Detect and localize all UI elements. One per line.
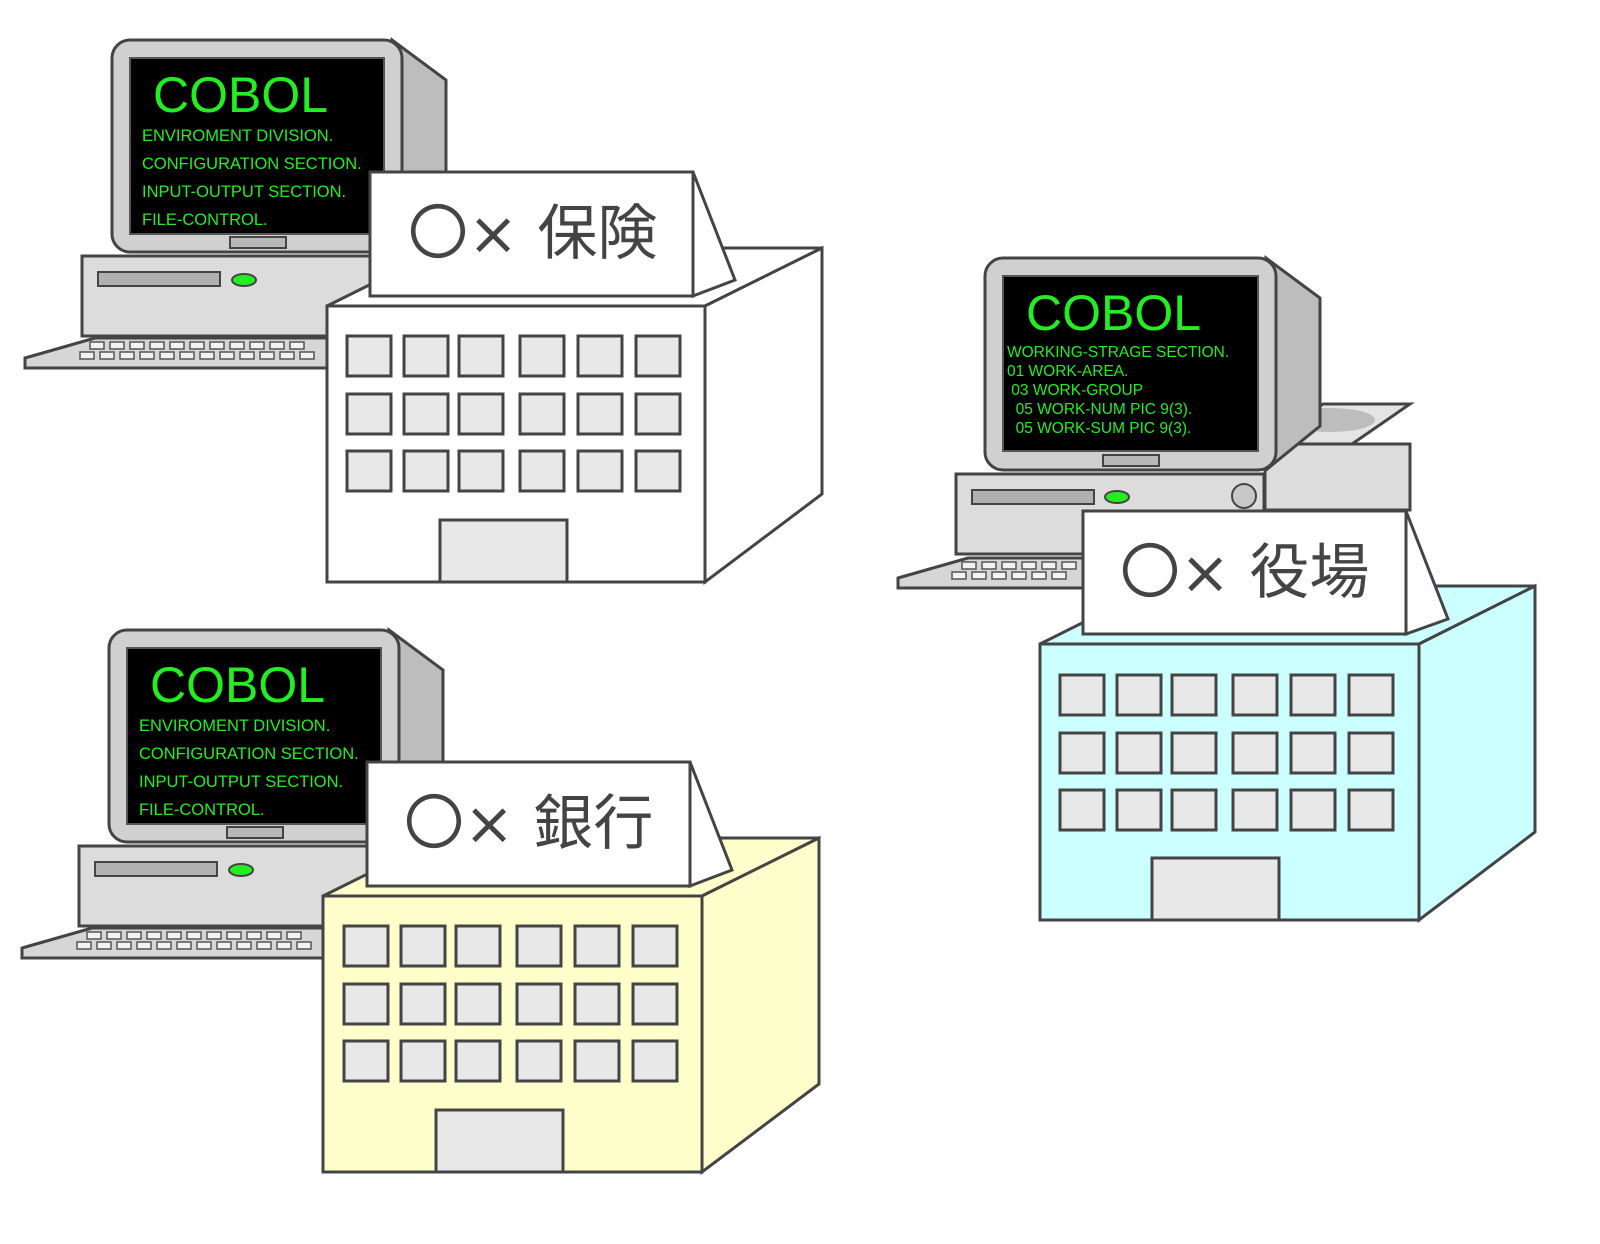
screen-line: INPUT-OUTPUT SECTION.	[142, 183, 346, 201]
bank-scene: COBOL ENVIROMENT DIVISION. CONFIGURATION…	[20, 627, 821, 1176]
company-sign: 〇× 保険	[408, 199, 657, 269]
power-led	[231, 273, 257, 287]
screen-line: CONFIGURATION SECTION.	[142, 155, 362, 173]
sign-board	[365, 760, 692, 888]
monitor-button	[226, 826, 284, 839]
monitor-screen	[129, 57, 385, 235]
screen-title: COBOL	[150, 657, 325, 713]
monitor-screen	[1002, 275, 1259, 452]
power-button	[1231, 483, 1257, 509]
building-entrance	[438, 518, 569, 584]
town-office-scene: COBOL WORKING-STRAGE SECTION. 01 WORK-AR…	[896, 255, 1537, 924]
screen-line: ENVIROMENT DIVISION.	[142, 127, 333, 145]
building-windows	[342, 924, 679, 1083]
keyboard-keys	[79, 341, 315, 360]
screen-line: WORKING-STRAGE SECTION.	[1007, 344, 1229, 361]
bank-building: 〇× 銀行	[321, 760, 821, 1176]
monitor-screen	[126, 647, 382, 825]
building-side	[1417, 583, 1537, 924]
screen-line: INPUT-OUTPUT SECTION.	[139, 773, 343, 791]
company-sign: 〇× 銀行	[404, 789, 653, 859]
building-windows	[345, 334, 682, 493]
power-led	[1104, 490, 1130, 504]
town-office-computer: COBOL WORKING-STRAGE SECTION. 01 WORK-AR…	[896, 255, 1415, 590]
building-windows	[1058, 673, 1395, 832]
screen-line: FILE-CONTROL.	[142, 211, 268, 229]
disk-drive	[97, 271, 221, 287]
insurance-computer: COBOL ENVIROMENT DIVISION. CONFIGURATION…	[23, 37, 448, 370]
screen-line: FILE-CONTROL.	[139, 801, 265, 819]
screen-line: 01 WORK-AREA.	[1007, 363, 1128, 380]
pc-base	[80, 254, 374, 338]
insurance-scene: COBOL ENVIROMENT DIVISION. CONFIGURATION…	[23, 37, 824, 586]
disk-drive	[94, 861, 218, 877]
building-side	[700, 835, 821, 1176]
sign-side	[1404, 510, 1450, 637]
screen-line: 05 WORK-SUM PIC 9(3).	[1007, 420, 1191, 437]
sign-board	[1081, 509, 1408, 636]
town-office-building: 〇× 役場	[1038, 509, 1537, 924]
screen-title: COBOL	[1026, 285, 1201, 341]
bank-computer: COBOL ENVIROMENT DIVISION. CONFIGURATION…	[20, 627, 445, 960]
screen-title: COBOL	[153, 67, 328, 123]
sign-side	[691, 171, 737, 299]
screen-line: ENVIROMENT DIVISION.	[139, 717, 330, 735]
sign-board	[368, 170, 695, 298]
building-side	[703, 245, 824, 586]
building-entrance	[434, 1108, 565, 1174]
monitor-button	[229, 236, 287, 249]
screen-line: 03 WORK-GROUP	[1007, 382, 1143, 399]
monitor-button	[1102, 454, 1160, 467]
disk-drive	[971, 489, 1095, 505]
keyboard-keys	[951, 561, 1077, 580]
company-sign: 〇× 役場	[1120, 538, 1369, 608]
power-led	[228, 863, 254, 877]
screen-line: CONFIGURATION SECTION.	[139, 745, 359, 763]
insurance-building: 〇× 保険	[325, 170, 824, 586]
sign-side	[688, 761, 734, 889]
keyboard-keys	[76, 931, 312, 950]
building-entrance	[1150, 856, 1281, 922]
pc-base	[77, 844, 371, 928]
screen-line: 05 WORK-NUM PIC 9(3).	[1007, 401, 1192, 418]
